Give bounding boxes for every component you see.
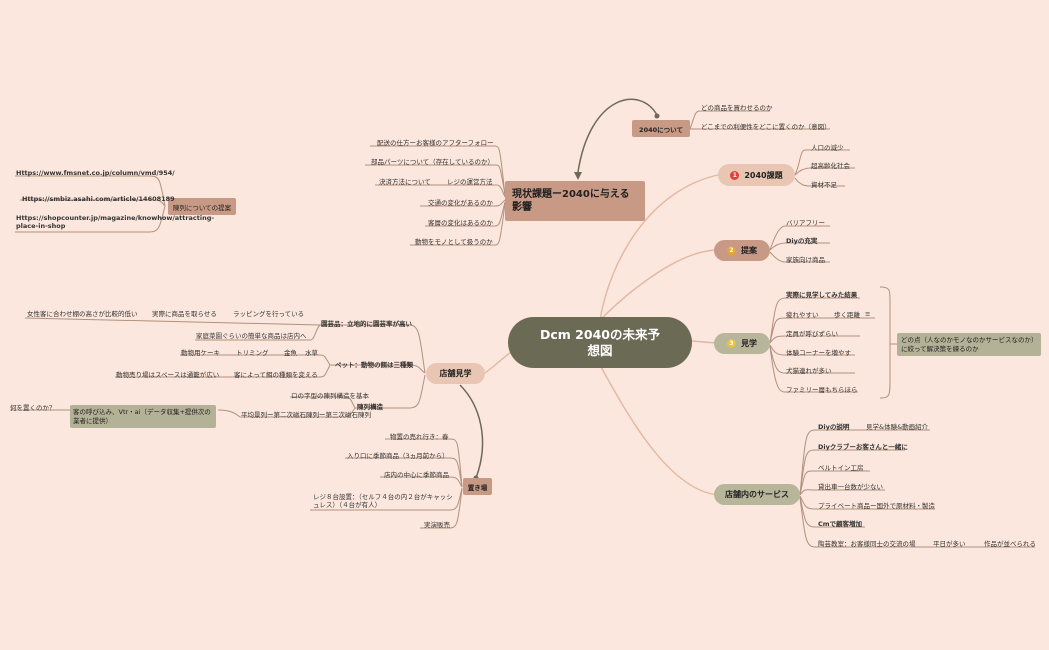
proposal-badge-icon: 2 (727, 246, 736, 255)
issue-item: 人口の減少 (811, 144, 844, 152)
store-item: 動物売り場はスペースは通籠が広い (116, 371, 220, 379)
proposal-node[interactable]: 2 提案 (714, 240, 770, 261)
service-item: ベルトイン工房 (818, 464, 864, 472)
visit-item: ファミリー層もちらほら (786, 386, 858, 394)
store-item: 金魚 (284, 349, 297, 357)
store-item: ラッピングを行っている (233, 310, 305, 318)
visit-badge-icon: 3 (727, 339, 736, 348)
service-item: 陶芸教室：お客様同士の交流の場 (818, 540, 916, 548)
visit-item: 犬猫連れが多い (786, 367, 832, 375)
placement-item: 店内の中心に季節商品 (384, 471, 449, 479)
top-item: レジの運営方法 (447, 178, 493, 186)
proposal-item: バリアフリー (786, 219, 825, 227)
about-2040-label: 2040について (639, 125, 683, 134)
central-title: Dcm 2040の未来予想図 (540, 326, 660, 358)
proposal-item: 家族向け商品 (786, 256, 825, 264)
placement-node[interactable]: 置き場 (463, 478, 492, 495)
store-item: 女性客に合わせ棚の高さが比較的低い (27, 310, 138, 318)
store-item: 客によって餌の種類を変える (234, 371, 318, 379)
top-item: 動物をモノとして扱うのか (415, 238, 493, 246)
placement-item: 物置の売れ行き：春 (390, 433, 449, 441)
visit-summary-node[interactable]: どの点（人なのかモノなのかサービスなのか）に絞って解決策を練るのか (897, 333, 1041, 356)
store-item: ロの字型の陳列構造を基本 (291, 392, 369, 400)
store-item: 実際に商品を取らせる (152, 310, 217, 318)
store-item: トリミング (236, 349, 269, 357)
shelf-node[interactable]: 陳列についての提案 (168, 198, 236, 215)
top-item: 決済方法について (379, 178, 431, 186)
attract-node[interactable]: 客の呼び込み、Vtr・ai（データ収集+提供次の業者に提供） (70, 405, 216, 428)
service-item: プライベート商品ー国外で原材料・製造 (818, 502, 935, 510)
proposal-item: Diyの充実 (786, 237, 818, 245)
visit-item: 定員が呼びずらい (786, 330, 838, 338)
store-visit-node[interactable]: 店舗見学 (426, 363, 485, 384)
shelf-link[interactable]: Https://www.fmsnet.co.jp/column/vmd/954/ (16, 169, 175, 177)
issue-badge-icon: 1 (730, 170, 740, 180)
note-icon: ≡ (865, 310, 871, 318)
attract-question: 何を置くのか？ (10, 404, 56, 412)
about-2040-node[interactable]: 2040について (632, 120, 690, 137)
service-item: 貸出車一台数が少ない (818, 483, 883, 491)
shelf-link[interactable]: Https://shopcounter.jp/magazine/knowhow/… (16, 214, 215, 230)
placement-item: 実演販売 (424, 521, 450, 529)
attract-label: 客の呼び込み、Vtr・ai（データ収集+提供次の業者に提供） (73, 408, 211, 425)
top-item: 配送の仕方ーお客様のアフターフォロー (377, 139, 494, 147)
top-issue-label: 現状課題ー2040に与える影響 (512, 189, 630, 213)
top-item: 部品パーツについて（存在しているのか） (371, 158, 494, 166)
visit-label: 見学 (741, 339, 757, 348)
placement-item: レジ８台設置：（セルフ４台の内２台がキャッシュレス）（４台が有人） (313, 493, 453, 509)
service-item: Cmで顧客増加 (818, 520, 863, 528)
store-visit-label: 店舗見学 (439, 369, 472, 378)
issues-node[interactable]: 1 2040課題 (718, 164, 795, 186)
proposal-label: 提案 (741, 246, 757, 255)
placement-label: 置き場 (467, 483, 488, 492)
service-item: Diyの説明 (818, 423, 850, 431)
about-2040-item: どの商品を買わせるのか (701, 104, 773, 112)
visit-item: 歩く距離 (834, 311, 860, 319)
issues-label: 2040課題 (744, 170, 783, 180)
top-item: 客層の変化はあるのか (428, 219, 493, 227)
visit-item: 疲れやすい (786, 311, 819, 319)
visit-summary: どの点（人なのかモノなのかサービスなのか）に絞って解決策を練るのか (901, 336, 1038, 353)
service-node[interactable]: 店舗内のサービス (714, 484, 800, 505)
store-item: 水草 (305, 349, 318, 357)
shelf-link[interactable]: Https://smbiz.asahi.com/article/14608189 (22, 195, 175, 203)
store-item: 動物用ケーキ (181, 349, 220, 357)
issue-item: 超高齢化社会 (811, 162, 850, 170)
issue-item: 資材不足 (811, 181, 837, 189)
visit-item: 実際に見学してみた結果 (786, 291, 858, 299)
service-label: 店舗内のサービス (725, 490, 789, 499)
store-pets: ペット：動物の餌は三種類 (335, 361, 413, 369)
store-layout: 陳列構造 (357, 403, 383, 411)
store-item: 平均景列ー第二次磁石陳列ー第三次磁石陳列 (241, 411, 371, 419)
service-item: 作品が並べられる (984, 540, 1036, 548)
service-item: 見学&体験&動画紹介 (866, 423, 929, 431)
top-item: 交通の変化があるのか (428, 199, 493, 207)
visit-item: 体験コーナーを増やす (786, 349, 851, 357)
central-topic[interactable]: Dcm 2040の未来予想図 (508, 317, 692, 368)
visit-node[interactable]: 3 見学 (714, 333, 770, 354)
shelf-label: 陳列についての提案 (172, 203, 232, 212)
placement-item: 入り口に季節商品（3ヵ月前から） (347, 452, 449, 460)
top-issue-node[interactable]: 現状課題ー2040に与える影響 (505, 181, 645, 221)
service-item: 平日が多い (933, 540, 966, 548)
store-horticulture: 園芸品：立地的に園芸率が高い (321, 320, 412, 328)
about-2040-item: どこまでの利便性をどこに置くのか（意図） (701, 123, 831, 131)
service-item: Diyクラブーお客さんと一緒に (818, 443, 908, 451)
store-item: 家庭菜園ぐらいの簡単な商品は店内へ (196, 332, 307, 340)
